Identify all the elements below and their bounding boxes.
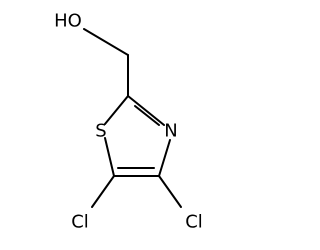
bond-c2-n-outer	[127, 95, 165, 126]
atom-sulfur: S	[95, 121, 106, 142]
bond-c2-n-inner	[134, 105, 160, 126]
bond-o-ch2	[83, 28, 129, 56]
atom-nitrogen: N	[164, 121, 177, 142]
bond-n-c4	[158, 139, 171, 177]
molecule-structure: HO S N Cl Cl	[54, 11, 203, 233]
atom-hydroxyl: HO	[54, 11, 82, 32]
atom-chlorine-left: Cl	[71, 212, 89, 233]
atom-chlorine-right: Cl	[185, 212, 203, 233]
bond-c5-cl	[91, 175, 115, 208]
bond-c2-s	[104, 95, 129, 125]
bond-c4-cl	[158, 175, 182, 208]
bond-s-c5	[104, 137, 115, 177]
